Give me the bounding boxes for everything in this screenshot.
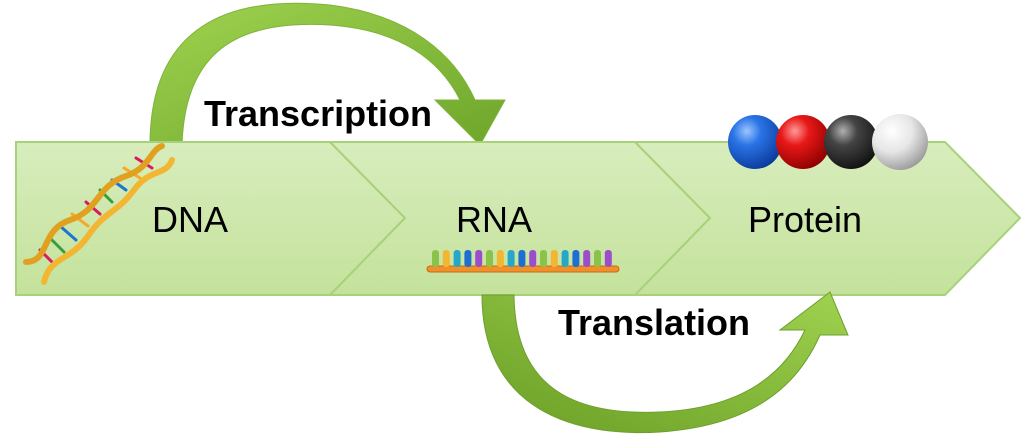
rna-base (561, 250, 569, 267)
stage-label-rna: RNA (456, 199, 533, 240)
rna-base (540, 250, 547, 267)
stage-label-protein: Protein (748, 199, 863, 240)
rna-base (583, 250, 591, 267)
rna-base (604, 250, 612, 267)
bead-red (776, 115, 830, 169)
rna-base (550, 250, 558, 267)
bead-black (824, 115, 878, 169)
bead-blue (728, 115, 782, 169)
rna-base (442, 250, 450, 267)
rna-base (572, 250, 580, 267)
amino-acid-beads-icon (728, 114, 928, 170)
band-segment-protein (632, 141, 1022, 296)
translation-label: Translation (558, 302, 751, 343)
rna-strand-icon (426, 250, 620, 273)
rna-base (432, 250, 439, 267)
transcription-label: Transcription (204, 93, 433, 134)
rna-base (453, 250, 461, 267)
stage-label-dna: DNA (152, 199, 229, 240)
bead-white (872, 114, 928, 170)
rna-base (496, 250, 504, 267)
dna-double-helix-icon (23, 143, 175, 285)
rna-base (518, 250, 526, 267)
rna-base (529, 250, 537, 267)
rna-base (507, 250, 515, 267)
rna-base (594, 250, 601, 267)
transcription-arrow (149, 2, 506, 146)
rna-base (475, 250, 483, 267)
rna-base (464, 250, 472, 267)
rna-base (486, 250, 493, 267)
translation-arrow (481, 291, 849, 434)
